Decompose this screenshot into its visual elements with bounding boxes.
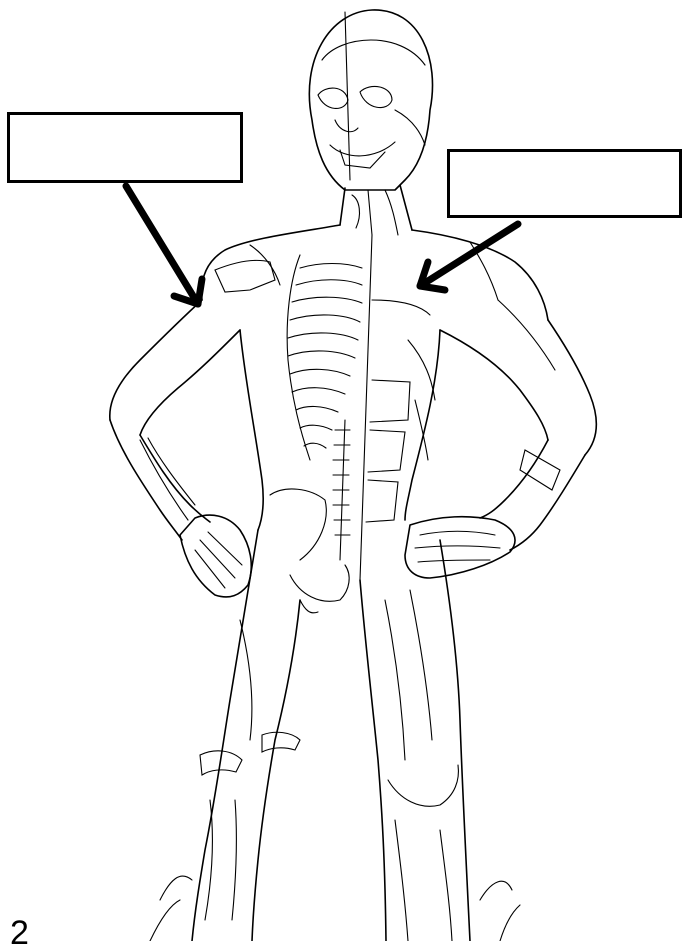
label-box-left[interactable] <box>7 112 243 183</box>
head <box>309 10 432 190</box>
page-number: 2 <box>10 916 29 950</box>
neck <box>340 185 412 235</box>
right-arm <box>405 300 596 578</box>
legs <box>150 530 520 941</box>
left-arm <box>110 260 275 597</box>
arrow-left <box>126 186 202 304</box>
label-box-right[interactable] <box>447 149 682 218</box>
